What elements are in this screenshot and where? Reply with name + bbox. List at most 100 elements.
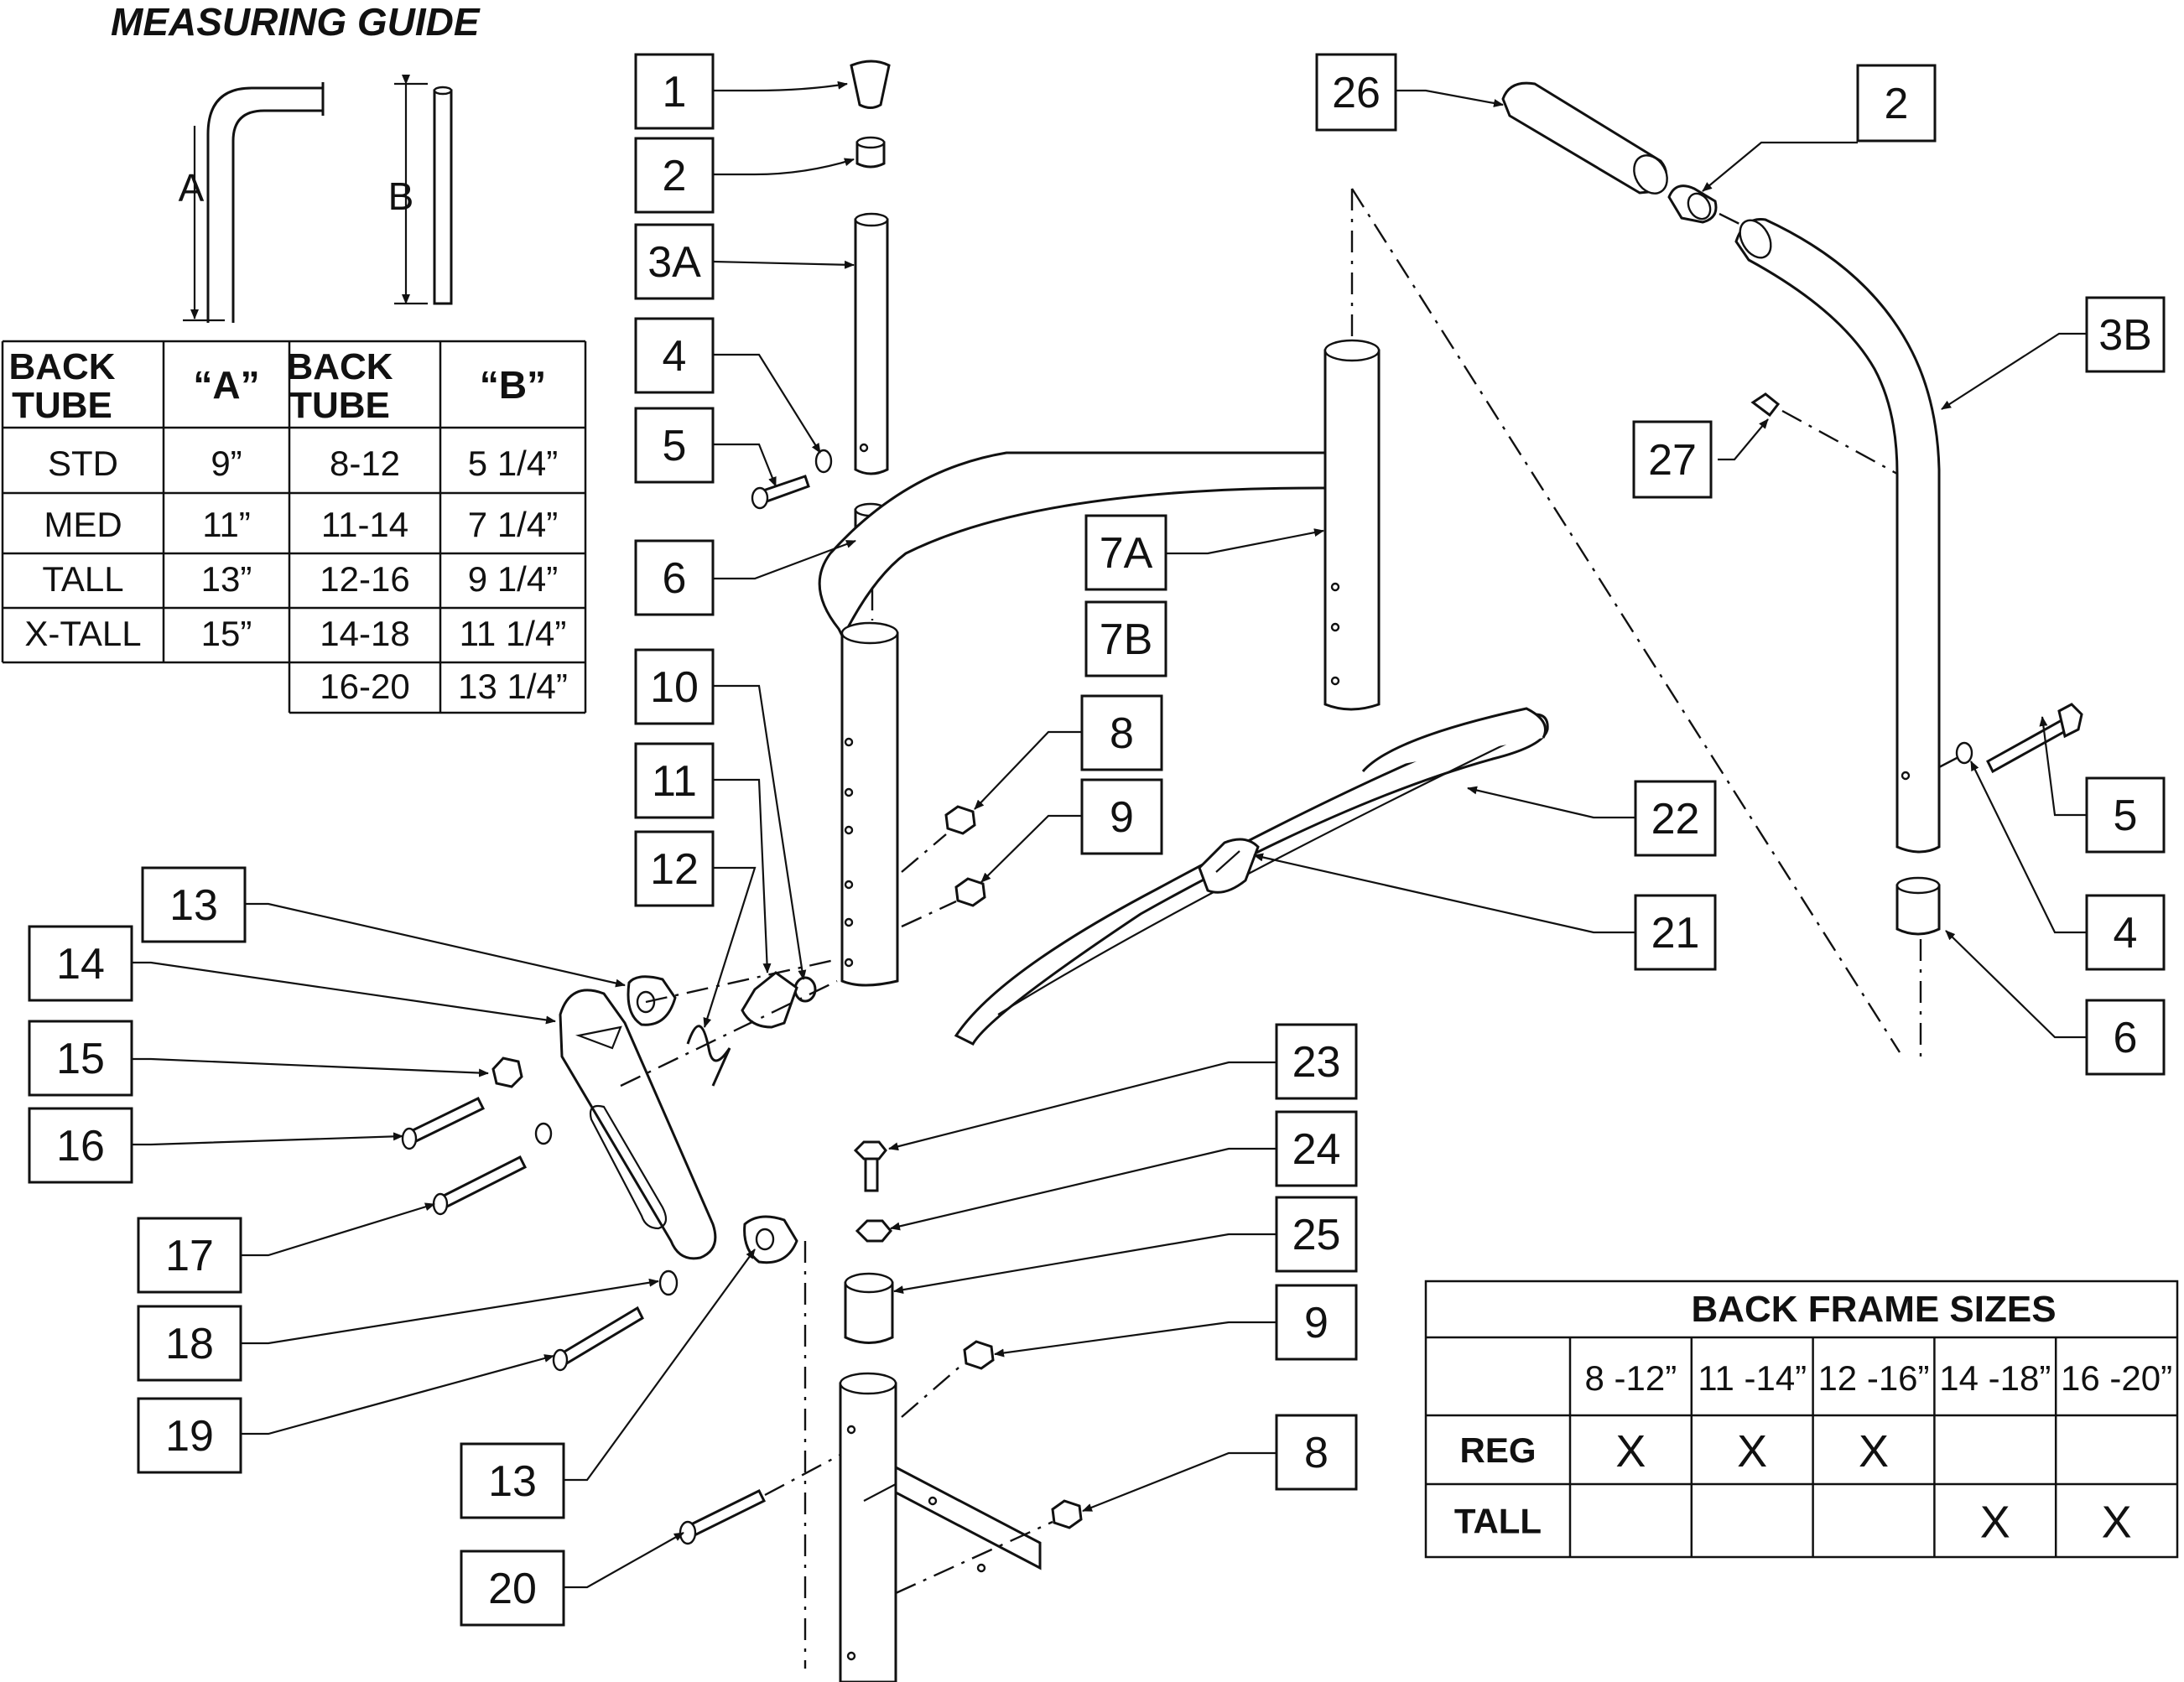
tube-table-cell: 15” [201, 614, 252, 653]
callout-box [28, 1020, 133, 1097]
callout-label: 3A [647, 238, 701, 287]
size-column-header: 8 -12” [1585, 1358, 1677, 1398]
back-frame-tube [818, 451, 1335, 641]
callout-1: 1 [634, 53, 715, 130]
callout-4: 4 [634, 317, 715, 394]
callout-box [141, 866, 247, 943]
callout-label: 5 [663, 422, 687, 470]
size-mark: X [1615, 1426, 1646, 1477]
callout-9: 9 [1080, 778, 1163, 855]
callout-18: 18 [137, 1305, 242, 1382]
callout-4: 4 [2085, 894, 2166, 971]
flat-washer-part [658, 1269, 679, 1296]
callout-17: 17 [137, 1217, 242, 1294]
callout-box [1634, 780, 1717, 857]
size-mark: X [2102, 1498, 2132, 1548]
callout-label: 24 [1292, 1125, 1341, 1174]
callout-box [460, 1442, 565, 1519]
callout-box [634, 137, 715, 214]
tube-table-cell: 13 1/4” [458, 667, 568, 706]
callout-label: 27 [1648, 436, 1697, 485]
nut-part [944, 805, 976, 835]
tube-table-cell: 14-18 [320, 614, 409, 653]
callout-6: 6 [2085, 999, 2166, 1076]
callout-label: 7A [1100, 529, 1153, 578]
size-row-label: REG [1459, 1430, 1536, 1470]
callout-label: 12 [650, 845, 699, 894]
small-hex-bolt-part [853, 1140, 887, 1160]
callout-11: 11 [634, 742, 715, 819]
callout-box [1275, 1110, 1358, 1187]
callout-box [1084, 600, 1167, 677]
callout-label: 13 [169, 881, 218, 930]
callout-label: 2 [663, 152, 687, 200]
callout-13: 13 [460, 1442, 565, 1519]
size-column-header: 16 -20” [2061, 1358, 2172, 1398]
size-row-label: TALL [1454, 1502, 1542, 1541]
callout-3B: 3B [2085, 296, 2166, 373]
tube-table-cell: 7 1/4” [468, 505, 558, 544]
callout-box [28, 1107, 133, 1184]
callout-label: 7B [1100, 615, 1153, 664]
arm-plate-part [559, 989, 717, 1260]
header-a: “A” [193, 363, 259, 407]
callout-label: 14 [56, 940, 105, 989]
callout-13: 13 [141, 866, 247, 943]
callout-label: 8 [1304, 1429, 1329, 1477]
callout-box [634, 317, 715, 394]
callout-box [634, 407, 715, 484]
callout-label: 2 [1885, 80, 1909, 128]
tube-table-cell: 13” [201, 559, 252, 599]
callout-label: 1 [663, 68, 687, 117]
tube-table-cell: MED [44, 505, 122, 544]
callout-label: 10 [650, 663, 699, 712]
long-bolt-part [559, 1306, 644, 1367]
tube-table-cell: 11-14 [321, 505, 408, 544]
callout-27: 27 [1632, 420, 1713, 499]
callout-5: 5 [2085, 776, 2166, 854]
latch-part [741, 971, 798, 1029]
measuring-guide-title: MEASURING GUIDE [111, 0, 481, 44]
tube-table-cell: 11” [202, 505, 251, 544]
callout-3A: 3A [634, 223, 715, 300]
receiver-tube [840, 631, 899, 987]
callout-12: 12 [634, 830, 715, 907]
hex-bolt-part [407, 1097, 486, 1144]
callout-box [634, 742, 715, 819]
lower-nut-part [1051, 1499, 1083, 1529]
callout-label: 16 [56, 1122, 105, 1171]
callout-box [1856, 64, 1937, 143]
callout-box [1315, 53, 1397, 132]
callout-9: 9 [1275, 1284, 1358, 1361]
callout-21: 21 [1634, 894, 1717, 971]
size-column-header: 14 -18” [1939, 1358, 2051, 1398]
callout-label: 4 [663, 332, 687, 381]
dimension-label-a: A [179, 166, 205, 210]
pivot-bolt-part [685, 1488, 767, 1539]
callout-boxes: 123A4561011121314151617181913207A7B89232… [28, 53, 2166, 1627]
callout-box [137, 1305, 242, 1382]
callout-2: 2 [1856, 64, 1937, 143]
callout-label: 9 [1304, 1299, 1329, 1347]
callout-label: 19 [165, 1412, 214, 1461]
callout-box [1632, 420, 1713, 499]
callout-14: 14 [28, 925, 133, 1002]
lower-lock-nut-part [963, 1340, 995, 1370]
callout-box [1080, 694, 1163, 771]
back-post-tube-7 [1323, 349, 1381, 711]
callout-label: 5 [2114, 792, 2138, 840]
plug-part [855, 141, 886, 169]
callout-box [2085, 296, 2166, 373]
tube-table-cell: 11 1/4” [460, 614, 567, 653]
hex-nut-part [491, 1056, 523, 1088]
tube-table-cell: 8-12 [330, 444, 400, 483]
callout-label: 22 [1651, 795, 1700, 844]
callout-8: 8 [1275, 1414, 1358, 1491]
callout-19: 19 [137, 1397, 242, 1474]
callout-23: 23 [1275, 1023, 1358, 1100]
callout-8: 8 [1080, 694, 1163, 771]
